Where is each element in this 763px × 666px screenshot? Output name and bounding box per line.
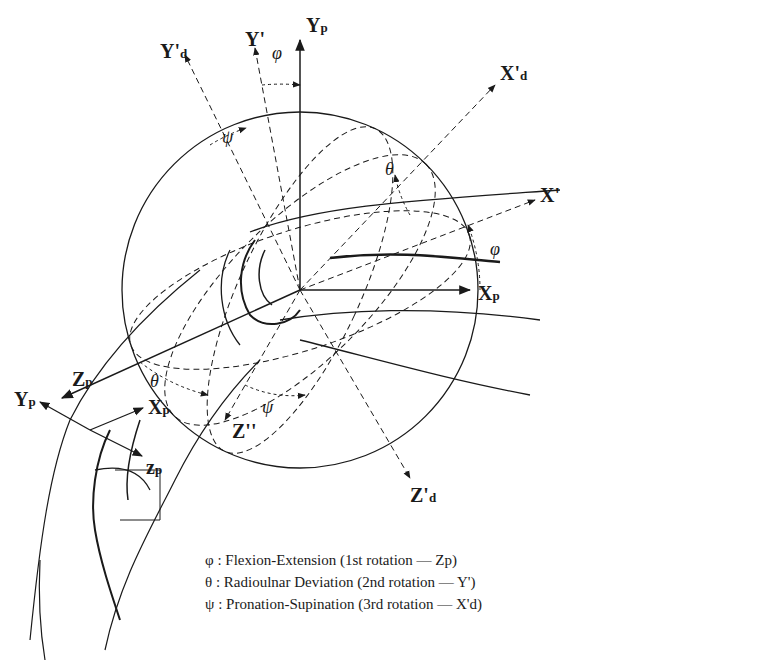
axis-label: Y'd bbox=[160, 40, 187, 62]
axis-label: Yp bbox=[306, 14, 328, 36]
angle-label: ψ bbox=[222, 128, 233, 148]
angle-label: φ bbox=[272, 44, 282, 64]
axis-label: zp bbox=[146, 456, 162, 478]
axis-label: Xp bbox=[148, 396, 170, 418]
axis-label: Yp bbox=[14, 388, 36, 410]
angle-label: ψ bbox=[262, 398, 273, 418]
axis-label: X'd bbox=[500, 62, 527, 84]
definition-note: ψ : Pronation-Supination (3rd rotation —… bbox=[205, 596, 482, 613]
axis-label: Y' bbox=[245, 28, 265, 50]
axis-label: Z'd bbox=[410, 484, 436, 506]
angle-label: θ bbox=[385, 160, 394, 180]
angle-label: θ bbox=[150, 372, 159, 392]
definition-note: φ : Flexion-Extension (1st rotation — Zp… bbox=[205, 552, 457, 569]
angle-label: φ bbox=[490, 240, 500, 260]
definition-note: θ : Radioulnar Deviation (2nd rotation —… bbox=[205, 574, 476, 591]
axis-label: Z'' bbox=[232, 420, 256, 442]
axis-label: Zp bbox=[72, 368, 93, 390]
axis-label: Xp bbox=[478, 282, 500, 304]
axis-label: X' bbox=[540, 184, 560, 206]
